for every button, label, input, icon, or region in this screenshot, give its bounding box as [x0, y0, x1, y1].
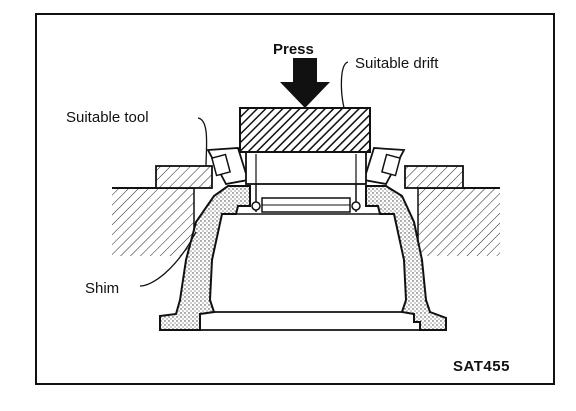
suitable-drift-block [239, 107, 371, 153]
figure-code: SAT455 [453, 358, 510, 375]
seal-left-icon [251, 201, 261, 211]
leader-lines [139, 61, 349, 287]
differential-housing [159, 185, 447, 331]
shim-label: Shim [85, 280, 119, 297]
suitable-tool-label: Suitable tool [66, 109, 149, 126]
suitable-tool-plate [155, 165, 464, 189]
press-label: Press [273, 41, 314, 58]
suitable-drift-label: Suitable drift [355, 55, 439, 72]
press-arrow-icon [280, 58, 330, 108]
inner-bore [230, 182, 384, 215]
seal-right-icon [351, 201, 361, 211]
drift-sleeve [245, 149, 367, 185]
bearing-right [362, 147, 406, 186]
